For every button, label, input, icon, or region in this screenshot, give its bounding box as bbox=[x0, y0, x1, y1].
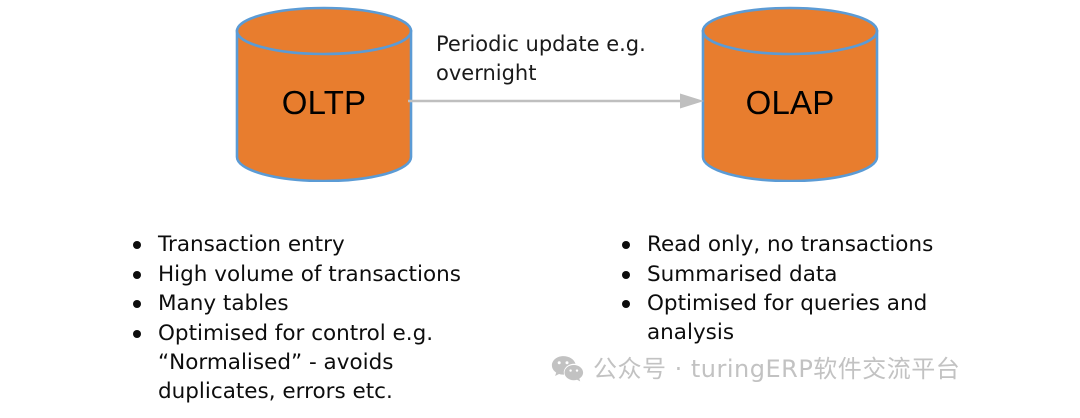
list-item-text: Transaction entry bbox=[158, 232, 345, 257]
cylinder-oltp-label: OLTP bbox=[281, 84, 367, 121]
list-item: Optimised for queries and analysis bbox=[620, 289, 1000, 347]
cylinder-oltp: OLTP bbox=[234, 6, 414, 182]
cylinder-olap-label: OLAP bbox=[745, 84, 835, 121]
connector-label: Periodic update e.g. overnight bbox=[436, 32, 646, 85]
list-item: Optimised for control e.g. “Normalised” … bbox=[131, 319, 511, 406]
bullet-dot-icon bbox=[622, 270, 630, 279]
connector-arrow bbox=[408, 90, 708, 112]
cylinder-oltp-shape bbox=[235, 6, 413, 182]
list-item-text: Summarised data bbox=[647, 261, 838, 287]
cylinder-olap-shape bbox=[701, 6, 879, 182]
arrow-icon bbox=[408, 93, 704, 109]
bullet-dot-icon bbox=[133, 241, 141, 249]
bullet-dot-icon bbox=[133, 270, 141, 279]
list-item: Many tables bbox=[131, 289, 511, 318]
list-item-text: Optimised for queries and analysis bbox=[647, 291, 928, 345]
bullet-list-oltp: Transaction entry High volume of transac… bbox=[131, 230, 511, 406]
cylinder-olap: OLAP bbox=[700, 6, 880, 182]
list-item-text: High volume of transactions bbox=[158, 261, 461, 287]
list-item-text: Optimised for control e.g. “Normalised” … bbox=[158, 320, 434, 404]
bullet-list-olap: Read only, no transactions Summarised da… bbox=[620, 230, 1000, 348]
wechat-icon bbox=[551, 355, 584, 381]
list-item: High volume of transactions bbox=[131, 260, 511, 289]
bullet-dot-icon bbox=[622, 300, 630, 308]
list-item-text: Read only, no transactions bbox=[647, 232, 934, 257]
list-item: Read only, no transactions bbox=[620, 230, 1000, 259]
watermark: 公众号 · turingERP软件交流平台 bbox=[551, 353, 960, 385]
bullet-dot-icon bbox=[133, 300, 141, 308]
list-item-text: Many tables bbox=[158, 291, 289, 316]
bullet-dot-icon bbox=[133, 329, 141, 338]
watermark-text: 公众号 · turingERP软件交流平台 bbox=[593, 355, 961, 383]
list-item: Transaction entry bbox=[131, 230, 511, 259]
list-item: Summarised data bbox=[620, 260, 1000, 289]
bullet-dot-icon bbox=[622, 241, 630, 249]
